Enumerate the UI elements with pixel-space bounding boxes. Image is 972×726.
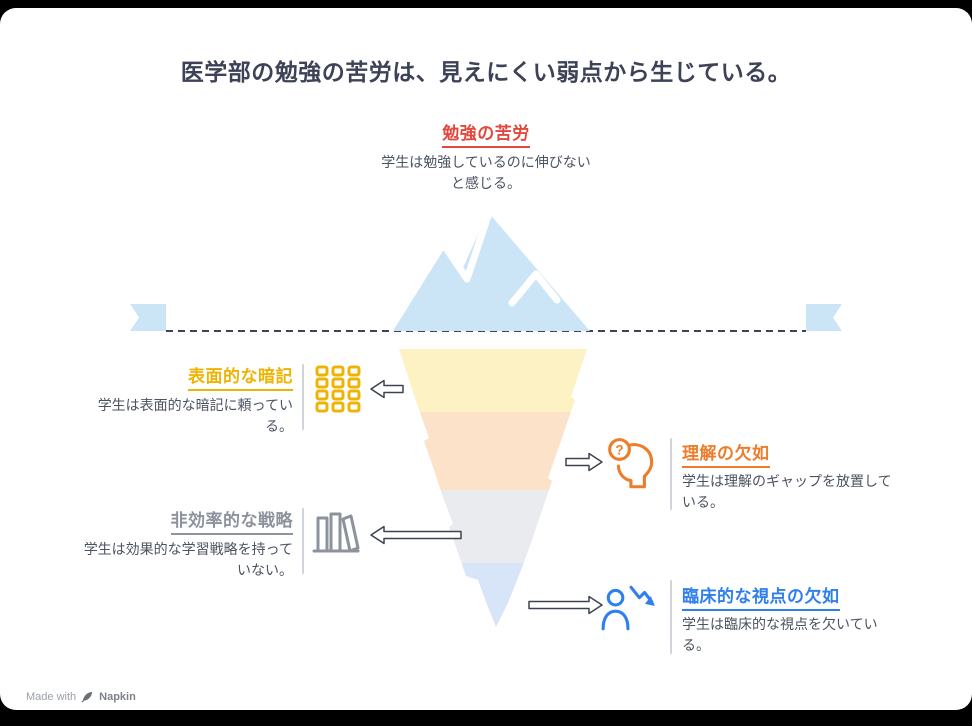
arrow-to-inefficient-strategy-icon xyxy=(370,525,462,545)
page-title: 医学部の勉強の苦労は、見えにくい弱点から生じている。 xyxy=(180,59,792,85)
divider-clinical-perspective xyxy=(670,580,672,654)
books-icon xyxy=(312,512,360,553)
inefficient-strategy-desc: 学生は効果的な学習戦略を持って いない。 xyxy=(83,541,293,578)
study-struggle-desc: 学生は勉強しているのに伸びない と感じる。 xyxy=(381,154,591,191)
svg-text:?: ? xyxy=(615,443,623,458)
label-clinical-perspective: 臨床的な視点の欠如 xyxy=(682,582,942,611)
watermark-brand: Napkin xyxy=(99,690,136,703)
label-inefficient-strategy: 非効率的な戦略 xyxy=(58,506,293,535)
arrow-to-clinical-perspective-icon xyxy=(528,595,603,615)
iceberg-layer-surface-memorization xyxy=(399,349,587,412)
napkin-feather-icon xyxy=(81,691,93,703)
watermark: Made with Napkin xyxy=(26,690,136,703)
clinical-perspective-desc: 学生は臨床的な視点を欠いてい る。 xyxy=(682,616,878,653)
iceberg-layer-clinical-perspective xyxy=(399,563,587,627)
waterline-flag-left-icon xyxy=(130,304,166,331)
snow-chevron-line xyxy=(508,270,561,307)
iceberg-layer-inefficient-strategy xyxy=(399,490,587,563)
divider-inefficient-strategy xyxy=(302,508,304,574)
label-lack-of-understanding: 理解の欠如 xyxy=(682,439,942,468)
clinical-perspective-heading: 臨床的な視点の欠如 xyxy=(682,582,840,611)
iceberg-above-water xyxy=(393,212,590,331)
label-study-struggle: 勉強の苦労 xyxy=(336,119,636,148)
iceberg-layer-lack-of-understanding xyxy=(399,412,587,490)
divider-surface-memorization xyxy=(302,364,304,430)
lack-of-understanding-heading: 理解の欠如 xyxy=(682,439,770,468)
divider-lack-of-understanding xyxy=(670,438,672,510)
grid-icon xyxy=(315,365,361,413)
iceberg-underwater xyxy=(399,349,587,627)
arrow-to-lack-of-understanding-icon xyxy=(565,452,603,472)
lack-of-understanding-desc: 学生は理解のギャップを放置して いる。 xyxy=(682,473,892,510)
head-question-icon: ? xyxy=(608,438,654,489)
surface-memorization-desc: 学生は表面的な暗記に頼ってい る。 xyxy=(97,397,293,434)
watermark-made-with: Made with xyxy=(26,690,77,703)
surface-memorization-heading: 表面的な暗記 xyxy=(188,362,293,391)
arrow-to-surface-memorization-icon xyxy=(370,379,404,399)
study-struggle-heading: 勉強の苦労 xyxy=(442,119,530,148)
waterline-flag-right-icon xyxy=(806,304,842,331)
label-surface-memorization: 表面的な暗記 xyxy=(58,362,293,391)
snow-ridge-line xyxy=(442,212,492,283)
inefficient-strategy-heading: 非効率的な戦略 xyxy=(170,506,293,535)
person-decline-icon xyxy=(601,585,655,631)
